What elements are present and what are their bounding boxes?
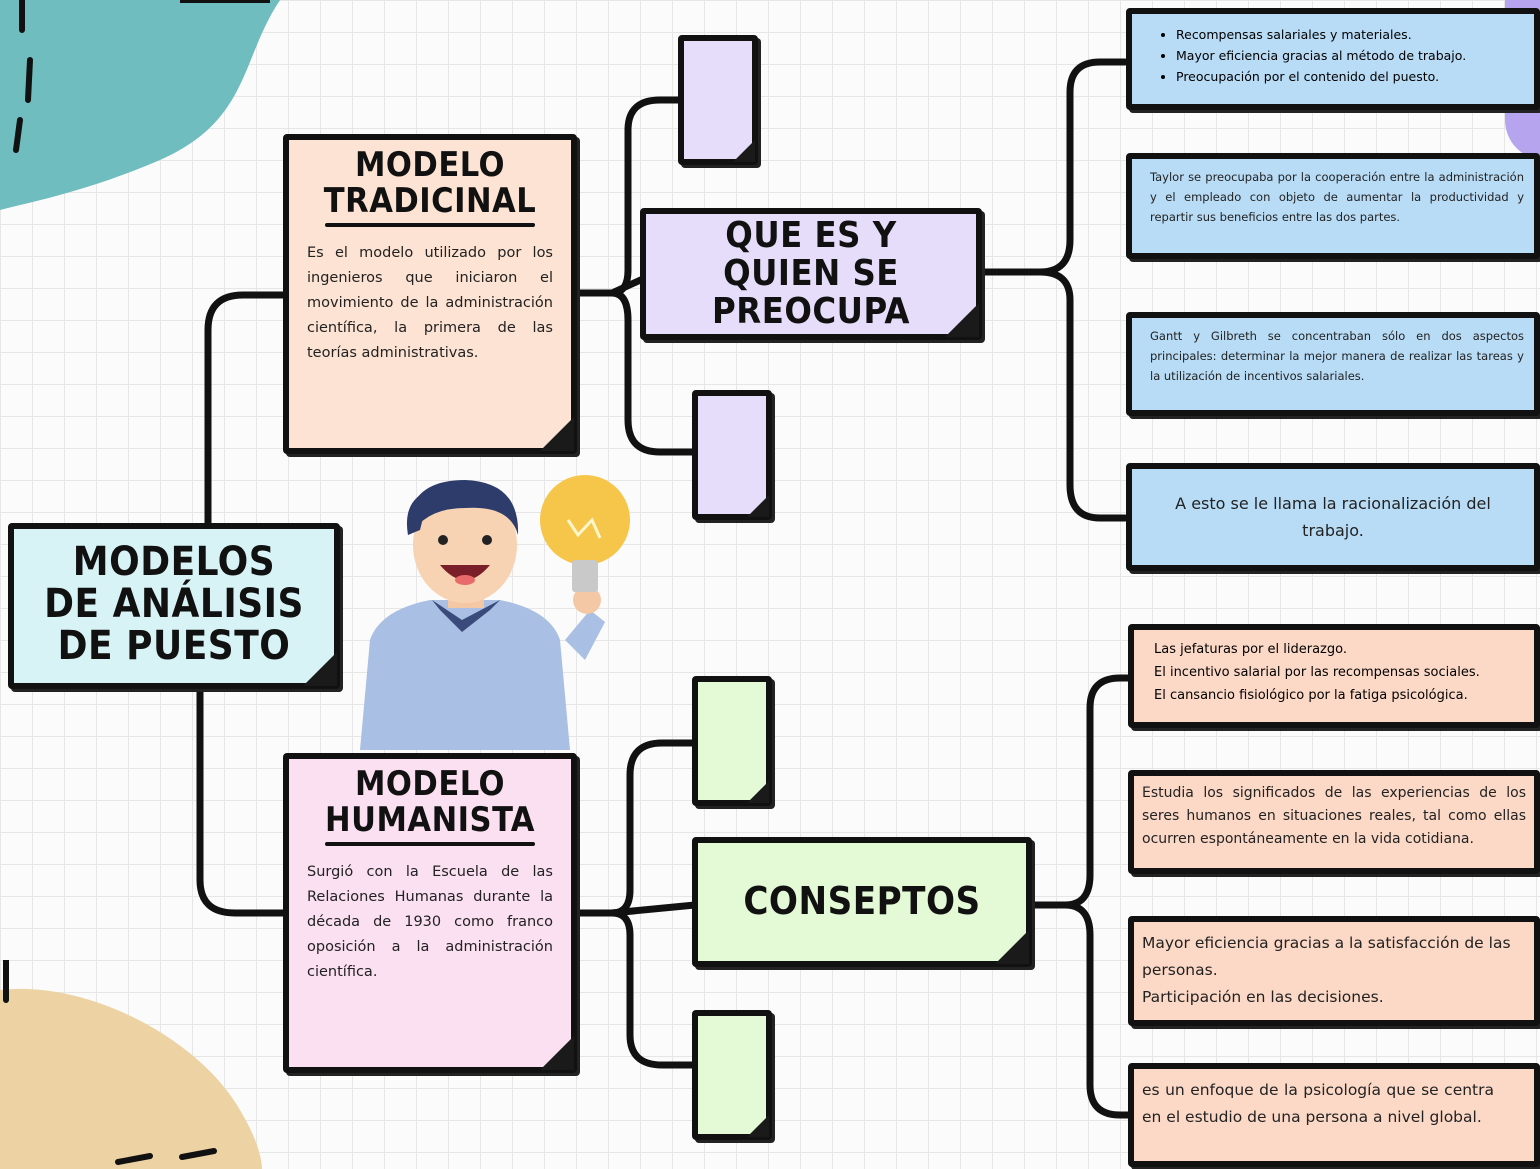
humanist-card: MODELO HUMANISTA Surgió con la Escuela d… [283,753,577,1073]
salmon-box-4: es un enfoque de la psicología que se ce… [1128,1063,1540,1167]
humanist-title-line2: HUMANISTA [325,799,535,840]
conceptos-title: CONSEPTOS [743,879,981,924]
empty-card-bottom-2 [692,1010,772,1140]
empty-card-top-1 [678,35,758,165]
humanist-title-line1: MODELO [354,764,506,804]
blue-box-3: Gantt y Gilbreth se concentraban sólo en… [1126,312,1540,416]
conceptos-card: CONSEPTOS [692,837,1032,967]
blue-box-3-text: Gantt y Gilbreth se concentraban sólo en… [1150,329,1524,383]
salmon-box-3: Mayor eficiencia gracias a la satisfacci… [1128,916,1540,1026]
empty-card-top-2 [692,390,772,520]
blue-box-2-text: Taylor se preocupaba por la cooperación … [1150,170,1524,224]
list-item: Mayor eficiencia gracias al método de tr… [1176,45,1526,66]
empty-card-bottom-1 [692,676,772,806]
traditional-title-line1: MODELO [354,145,506,185]
blue-box-4: A esto se le llama la racionalización de… [1126,463,1540,571]
salmon-box-2-text: Estudia los significados de las experien… [1142,785,1526,847]
que-es-title: QUE ES Y QUIEN SE PREOCUPA [712,215,910,332]
que-es-card: QUE ES Y QUIEN SE PREOCUPA [640,208,982,340]
salmon-box-1-item: Las jefaturas por el liderazgo. [1154,642,1347,657]
traditional-title-line2: TRADICINAL [323,180,537,221]
blue-box-2: Taylor se preocupaba por la cooperación … [1126,153,1540,259]
root-card: MODELOS DE ANÁLISIS DE PUESTO [8,523,340,689]
traditional-card: MODELO TRADICINAL Es el modelo utilizado… [283,134,577,454]
list-item: Recompensas salariales y materiales. [1176,24,1526,45]
person-illustration [360,475,630,750]
humanist-underline [325,842,535,847]
humanist-text: Surgió con la Escuela de las Relaciones … [307,864,553,981]
list-item: Preocupación por el contenido del puesto… [1176,66,1526,87]
teal-blob [0,0,280,210]
blue-box-1: Recompensas salariales y materiales. May… [1126,8,1540,110]
blue-box-1-list: Recompensas salariales y materiales. May… [1152,24,1526,87]
salmon-box-1: Las jefaturas por el liderazgo. El incen… [1128,624,1540,728]
salmon-box-4-text: es un enfoque de la psicología que se ce… [1142,1081,1494,1126]
salmon-box-1-item: El cansancio fisiológico por la fatiga p… [1154,688,1468,703]
sand-blob [0,960,262,1169]
root-title: MODELOS DE ANÁLISIS DE PUESTO [44,539,304,669]
traditional-text: Es el modelo utilizado por los ingeniero… [307,245,553,362]
salmon-box-2: Estudia los significados de las experien… [1128,770,1540,874]
blue-box-4-text: A esto se le llama la racionalización de… [1175,494,1491,540]
salmon-box-1-item: El incentivo salarial por las recompensa… [1154,665,1480,680]
traditional-underline [325,223,535,228]
salmon-box-3-line1: Mayor eficiencia gracias a la satisfacci… [1142,934,1511,979]
salmon-box-3-line2: Participación en las decisiones. [1142,988,1384,1006]
